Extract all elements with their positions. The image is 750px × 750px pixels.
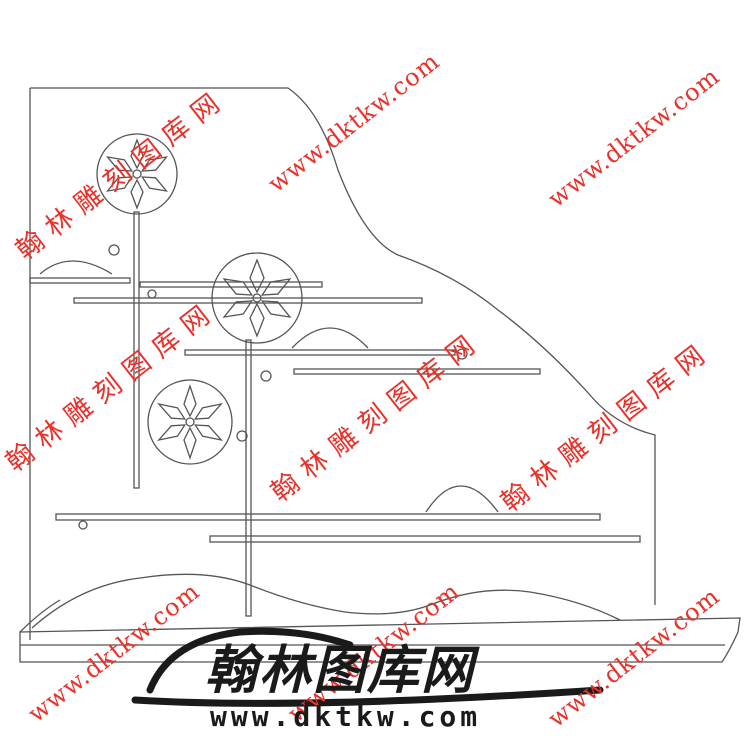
stem-1 — [133, 211, 140, 489]
bar-5 — [293, 368, 541, 375]
half-sun-3 — [425, 485, 499, 513]
bar-7 — [209, 535, 641, 543]
half-sun-1 — [39, 260, 113, 275]
base-platform — [19, 617, 741, 663]
logo-title: 翰林图库网 — [205, 641, 476, 701]
half-sun-2 — [291, 327, 369, 349]
bar-4 — [184, 349, 456, 356]
panel-outline — [30, 87, 656, 605]
logo-car-icon — [131, 627, 604, 707]
logo-url: www.dktkw.com — [210, 700, 482, 733]
flower-medallion-3 — [147, 379, 233, 465]
flower-medallion-1 — [96, 133, 178, 215]
flower-medallion-2 — [211, 252, 303, 344]
bar-1 — [29, 277, 131, 284]
stem-2 — [245, 339, 252, 617]
wave-base — [31, 573, 621, 629]
bar-6 — [55, 513, 601, 521]
bar-2 — [73, 297, 423, 304]
bar-3 — [139, 281, 323, 288]
